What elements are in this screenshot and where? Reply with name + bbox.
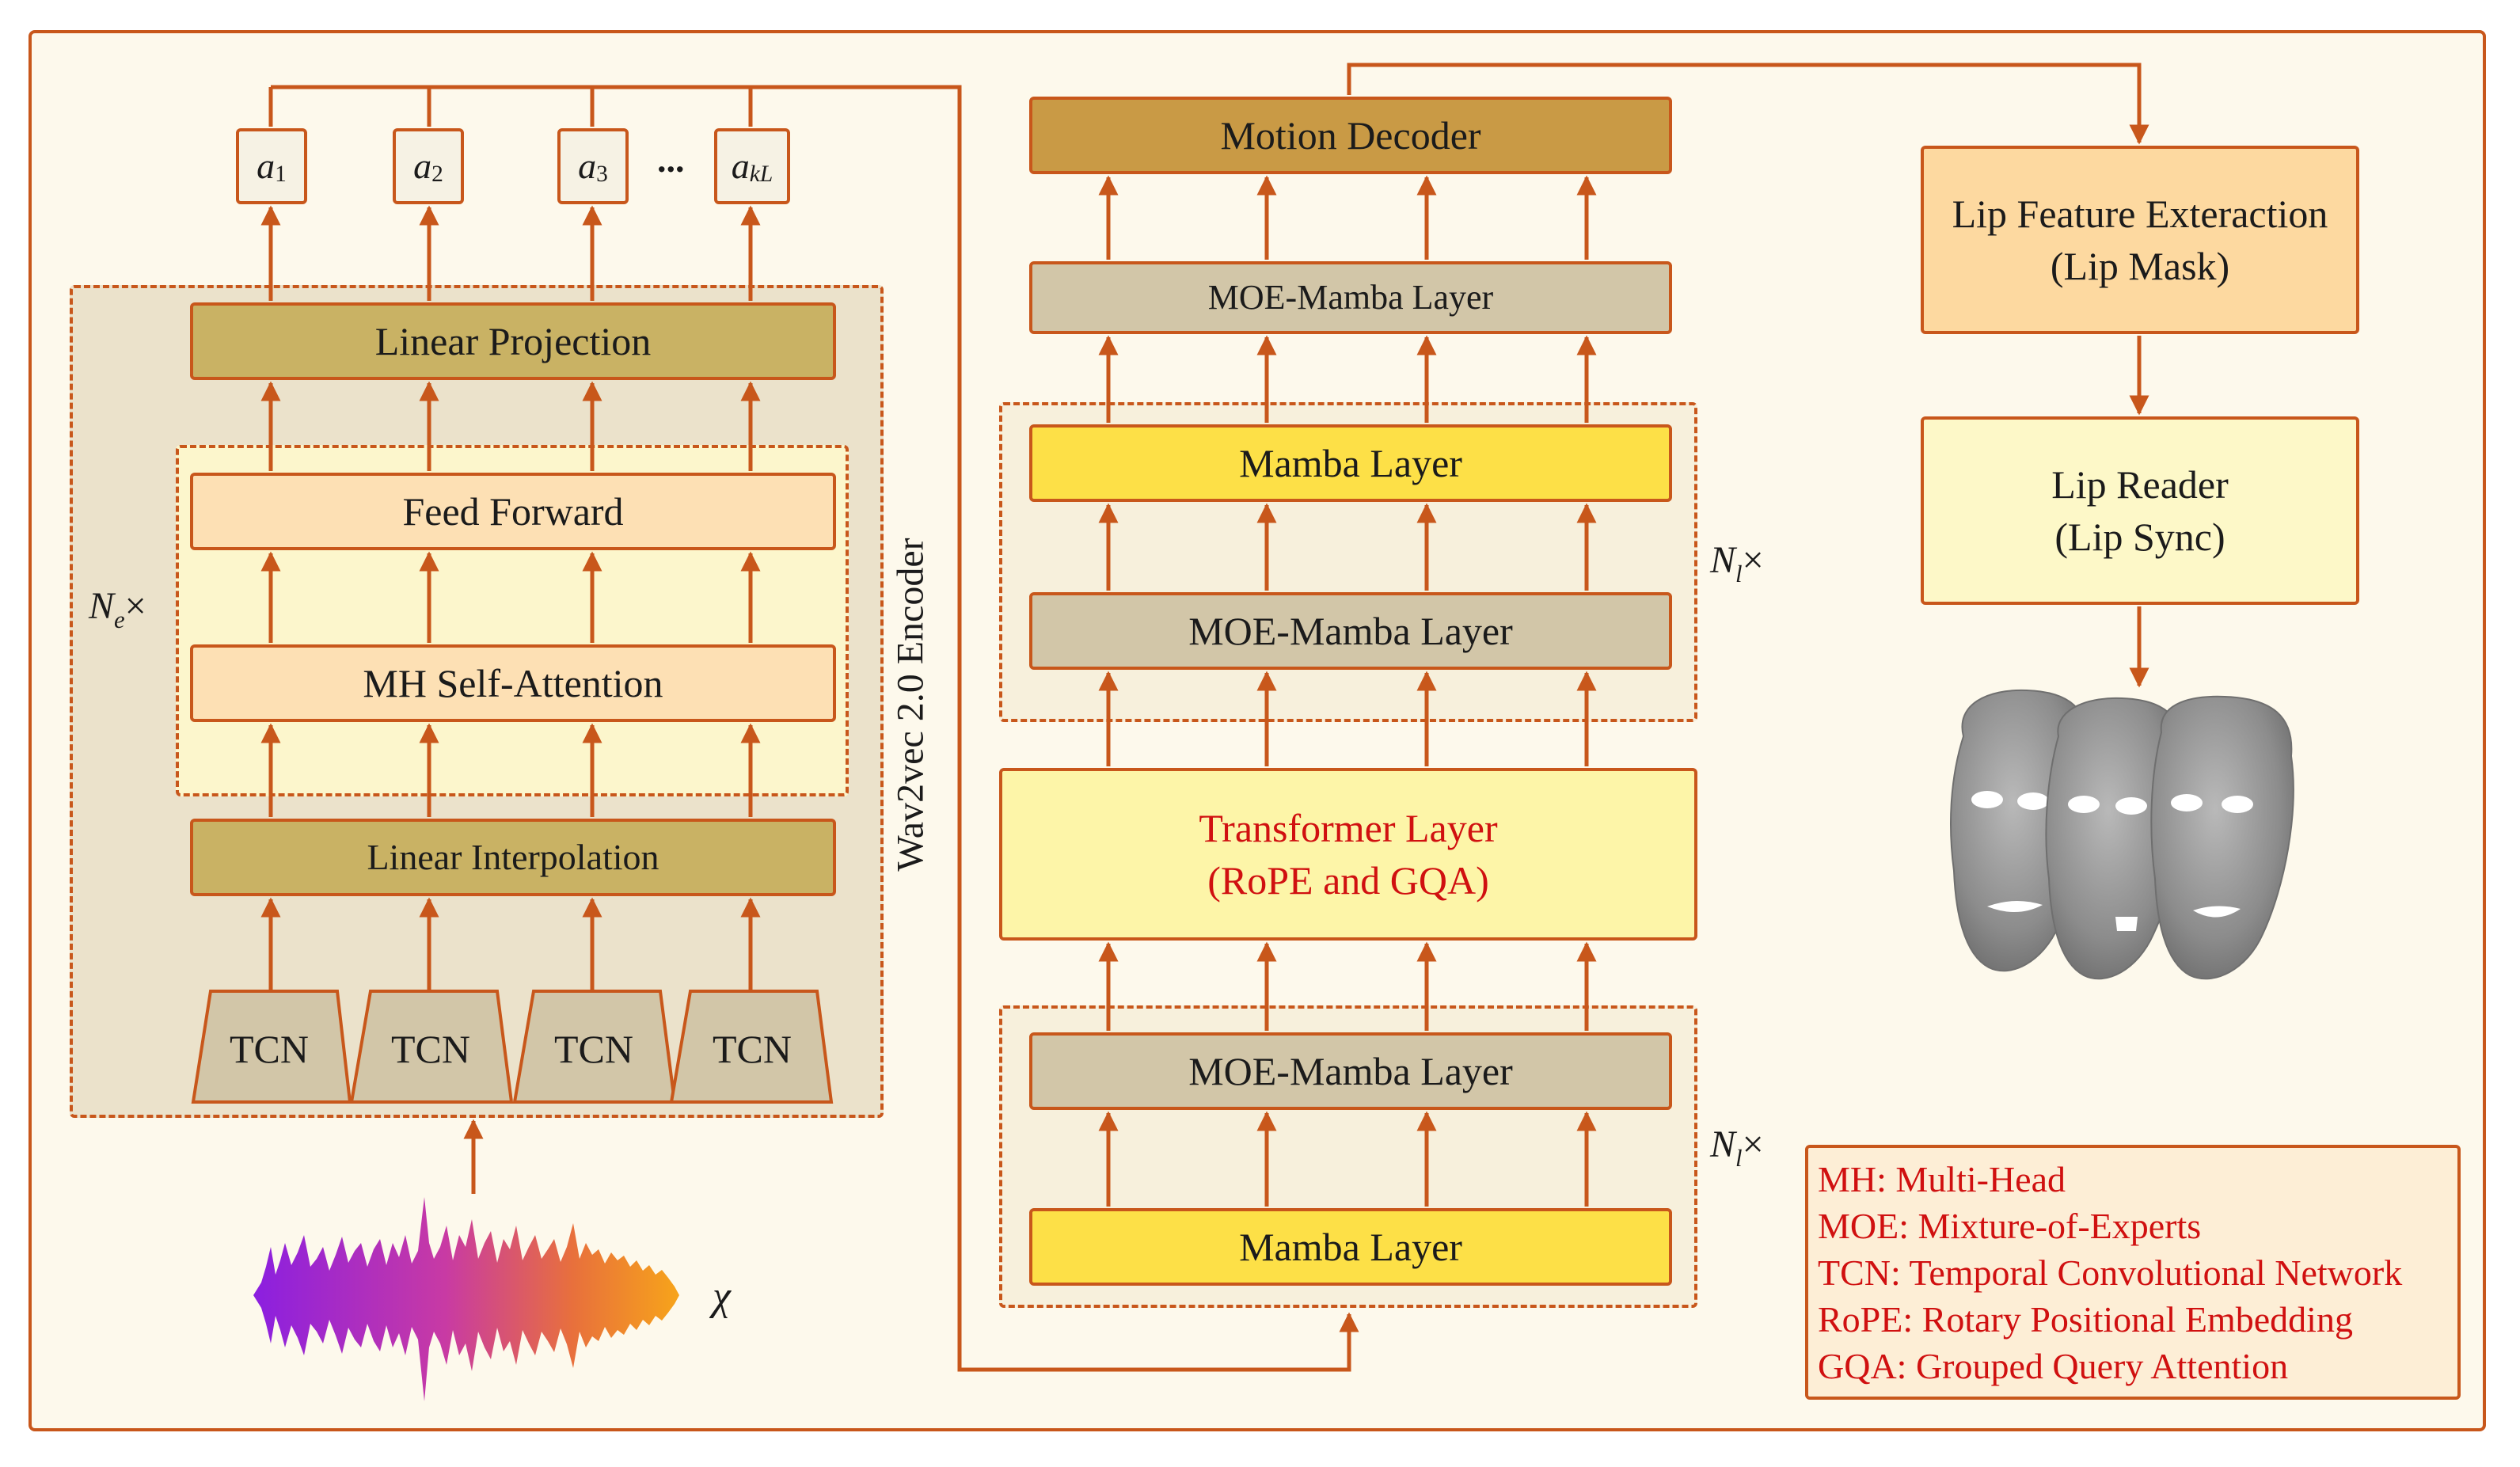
lower-repeat-label: Nl× [1710, 1123, 1764, 1172]
token-3-sub: 3 [596, 161, 608, 187]
linear-interpolation-label: Linear Interpolation [367, 836, 659, 877]
token-kL-base: a [731, 145, 750, 186]
mamba-upper-box: Mamba Layer [1029, 424, 1672, 502]
moe-mamba-upper-label: MOE-Mamba Layer [1188, 609, 1513, 653]
motion-decoder-box: Motion Decoder [1029, 97, 1672, 174]
upper-repeat-sub: l [1735, 561, 1743, 587]
encoder-repeat-sub: e [114, 606, 125, 633]
moe-mamba-upper-box: MOE-Mamba Layer [1029, 592, 1672, 670]
upper-repeat-times: × [1742, 539, 1764, 581]
upper-repeat-label: Nl× [1710, 538, 1764, 587]
lip-feature-box: Lip Feature Exteraction (Lip Mask) [1921, 146, 2359, 334]
token-2-base: a [413, 145, 432, 186]
linear-interpolation-box: Linear Interpolation [190, 819, 836, 896]
lip-feature-line-2: (Lip Mask) [2050, 244, 2230, 288]
lower-repeat-base: N [1710, 1123, 1736, 1165]
self-attention-label: MH Self-Attention [363, 661, 663, 705]
moe-mamba-lower-box: MOE-Mamba Layer [1029, 1032, 1672, 1110]
lip-reader-line-2: (Lip Sync) [2054, 515, 2225, 559]
self-attention-box: MH Self-Attention [190, 644, 836, 722]
linear-projection-box: Linear Projection [190, 302, 836, 380]
feed-forward-box: Feed Forward [190, 473, 836, 550]
transformer-line-2: (RoPE and GQA) [1207, 858, 1489, 903]
upper-repeat-base: N [1710, 539, 1736, 581]
legend-item-mh: MH: Multi-Head [1818, 1159, 2066, 1199]
token-1-base: a [257, 145, 276, 186]
transformer-layer-box: Transformer Layer (RoPE and GQA) [999, 768, 1697, 941]
output-ellipsis: ... [657, 139, 685, 180]
motion-decoder-label: Motion Decoder [1220, 113, 1481, 158]
moe-mamba-top-label: MOE-Mamba Layer [1207, 277, 1494, 317]
lip-reader-line-1: Lip Reader [2051, 462, 2229, 507]
legend-item-moe: MOE: Mixture-of-Experts [1818, 1206, 2202, 1246]
legend-item-rope: RoPE: Rotary Positional Embedding [1818, 1299, 2353, 1340]
legend-box: MH: Multi-Head MOE: Mixture-of-Experts T… [1805, 1145, 2461, 1400]
encoder-repeat-times: × [124, 585, 146, 627]
token-1-sub: 1 [275, 161, 287, 187]
transformer-line-1: Transformer Layer [1199, 806, 1498, 850]
mamba-lower-label: Mamba Layer [1239, 1225, 1462, 1269]
mamba-lower-box: Mamba Layer [1029, 1208, 1672, 1286]
token-kL-sub: kL [749, 161, 773, 187]
legend-item-tcn: TCN: Temporal Convolutional Network [1818, 1252, 2403, 1293]
token-3-base: a [578, 145, 597, 186]
lip-reader-box: Lip Reader (Lip Sync) [1921, 416, 2359, 605]
lip-feature-line-1: Lip Feature Exteraction [1952, 192, 2328, 236]
legend-item-gqa: GQA: Grouped Query Attention [1818, 1346, 2289, 1386]
moe-mamba-lower-label: MOE-Mamba Layer [1188, 1049, 1513, 1093]
encoder-repeat-base: N [89, 585, 115, 627]
lower-repeat-times: × [1742, 1123, 1764, 1165]
feed-forward-label: Feed Forward [402, 489, 624, 534]
audio-input-symbol: χ [713, 1274, 731, 1319]
encoder-repeat-label: Ne× [89, 584, 146, 633]
lower-repeat-sub: l [1735, 1145, 1743, 1172]
token-2-sub: 2 [431, 161, 443, 187]
moe-mamba-top-box: MOE-Mamba Layer [1029, 261, 1672, 334]
encoder-side-label: Wav2vec 2.0 Encoder [889, 538, 932, 872]
linear-projection-label: Linear Projection [374, 319, 652, 363]
mamba-upper-label: Mamba Layer [1239, 441, 1462, 485]
